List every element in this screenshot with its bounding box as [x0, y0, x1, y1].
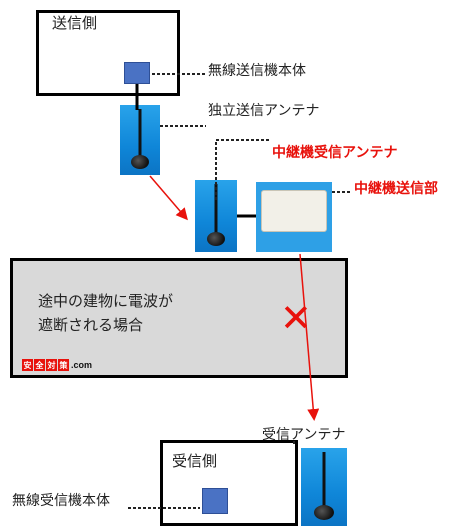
signal-arrow-to-relay — [149, 175, 188, 221]
receive-side-label: 受信側 — [172, 452, 218, 470]
receive-antenna-rod — [322, 452, 326, 508]
relay-antenna-base — [207, 232, 225, 246]
logo-char-4: 策 — [58, 359, 69, 371]
transmitter-unit-label: 無線送信機本体 — [208, 63, 306, 79]
relay-transmitter-body — [261, 190, 327, 232]
receiver-unit-label: 無線受信機本体 — [12, 493, 110, 509]
receive-antenna-label: 受信アンテナ — [262, 427, 346, 443]
obstacle-building — [10, 258, 348, 378]
site-logo: 安 全 対 策 .com — [22, 358, 92, 372]
logo-char-3: 対 — [46, 359, 57, 371]
logo-char-2: 全 — [34, 359, 45, 371]
relay-antenna-image — [195, 180, 237, 252]
transmit-antenna-label: 独立送信アンテナ — [208, 103, 320, 119]
receiver-unit-chip — [202, 488, 228, 514]
transmit-antenna-image — [120, 105, 160, 175]
transmit-antenna-base — [131, 155, 149, 169]
signal-arrow-to-receiver — [299, 253, 320, 421]
obstacle-text-line2: 遮断される場合 — [38, 316, 144, 334]
relay-antenna-label: 中継機受信アンテナ — [272, 145, 398, 161]
logo-char-1: 安 — [22, 359, 33, 371]
receive-antenna-base — [314, 505, 334, 520]
transmit-antenna-rod — [138, 109, 142, 161]
relay-transmitter-label: 中継機送信部 — [354, 181, 438, 197]
leader-relay-antenna — [215, 139, 270, 200]
transmitter-unit-chip — [124, 62, 150, 84]
receive-side-box — [160, 440, 298, 526]
receive-antenna-image — [301, 448, 347, 526]
relay-antenna-rod — [214, 184, 218, 236]
transmit-side-box — [36, 10, 180, 96]
transmit-side-label: 送信側 — [52, 14, 98, 32]
obstacle-text-line1: 途中の建物に電波が — [38, 292, 174, 310]
logo-domain: .com — [71, 360, 93, 370]
relay-transmitter-image — [256, 182, 332, 252]
